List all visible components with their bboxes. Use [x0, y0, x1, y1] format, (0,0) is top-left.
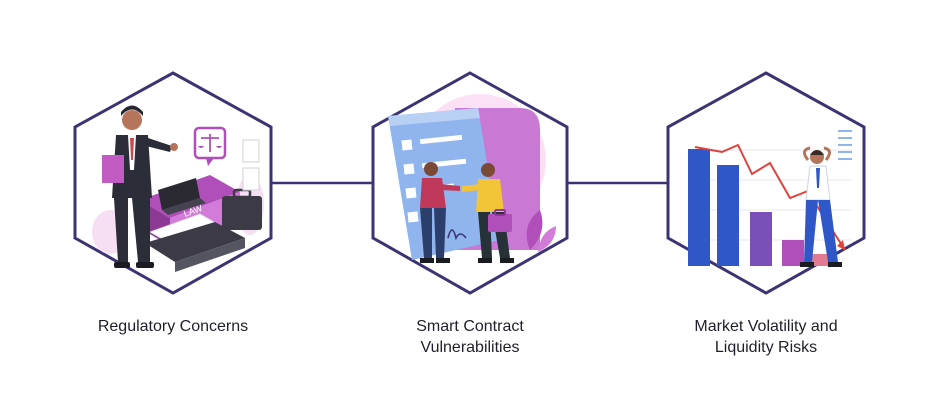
caption-regulatory-concerns: Regulatory Concerns [53, 316, 293, 337]
hexagon-smart-contract [371, 71, 569, 295]
caption-line: Vulnerabilities [420, 339, 520, 356]
caption-line: Liquidity Risks [714, 339, 818, 356]
caption-market-volatility-liquidity-risks: Market Volatility and Liquidity Risks [646, 316, 886, 358]
caption-smart-contract-vulnerabilities: Smart Contract Vulnerabilities [350, 316, 590, 358]
caption-line: Market Volatility and [694, 318, 838, 335]
caption-line: Smart Contract [416, 318, 524, 335]
hexagon-market [666, 71, 866, 295]
hexagon-regulatory: LAW [73, 71, 273, 295]
law-book-scales-icon: LAW [92, 105, 264, 272]
contract-handshake-icon [388, 94, 556, 263]
falling-bar-chart-icon [688, 130, 852, 267]
caption-line: Regulatory Concerns [97, 318, 249, 335]
